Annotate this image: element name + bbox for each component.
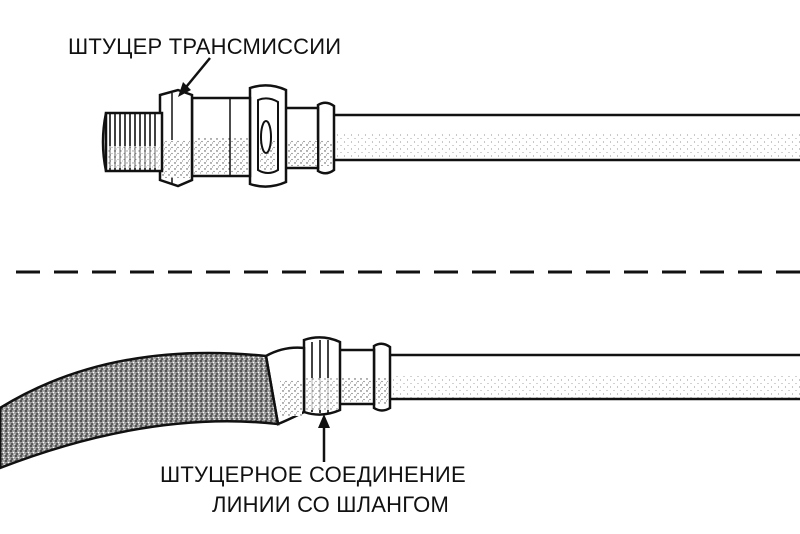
threaded-end-top	[101, 111, 164, 173]
fitting-body-top	[283, 106, 320, 170]
transmission-fitting-label: ШТУЦЕР ТРАНСМИССИИ	[68, 34, 342, 59]
hose-connection-label-line2: ЛИНИИ СО ШЛАНГОМ	[212, 492, 449, 517]
callout-arrow-bottom	[318, 414, 330, 462]
steel-line-bottom	[380, 353, 800, 401]
hose-connection-assembly	[0, 336, 800, 470]
tube-bead-bottom	[372, 342, 392, 412]
hose-connection-label-line1: ШТУЦЕРНОЕ СОЕДИНЕНИЕ	[160, 462, 466, 487]
transmission-fitting-assembly	[101, 57, 800, 188]
tube-bead-top	[316, 101, 336, 175]
callout-arrow-top	[178, 57, 211, 97]
hex-nut-top	[158, 88, 194, 188]
hose-ferrule	[264, 346, 306, 426]
fitting-sleeve-top	[190, 96, 252, 178]
fitting-collar-top	[248, 84, 288, 188]
steel-line-top	[330, 113, 800, 162]
connector-body-bottom	[336, 348, 376, 406]
hose-clamp	[302, 336, 342, 416]
rubber-hose	[0, 351, 280, 470]
